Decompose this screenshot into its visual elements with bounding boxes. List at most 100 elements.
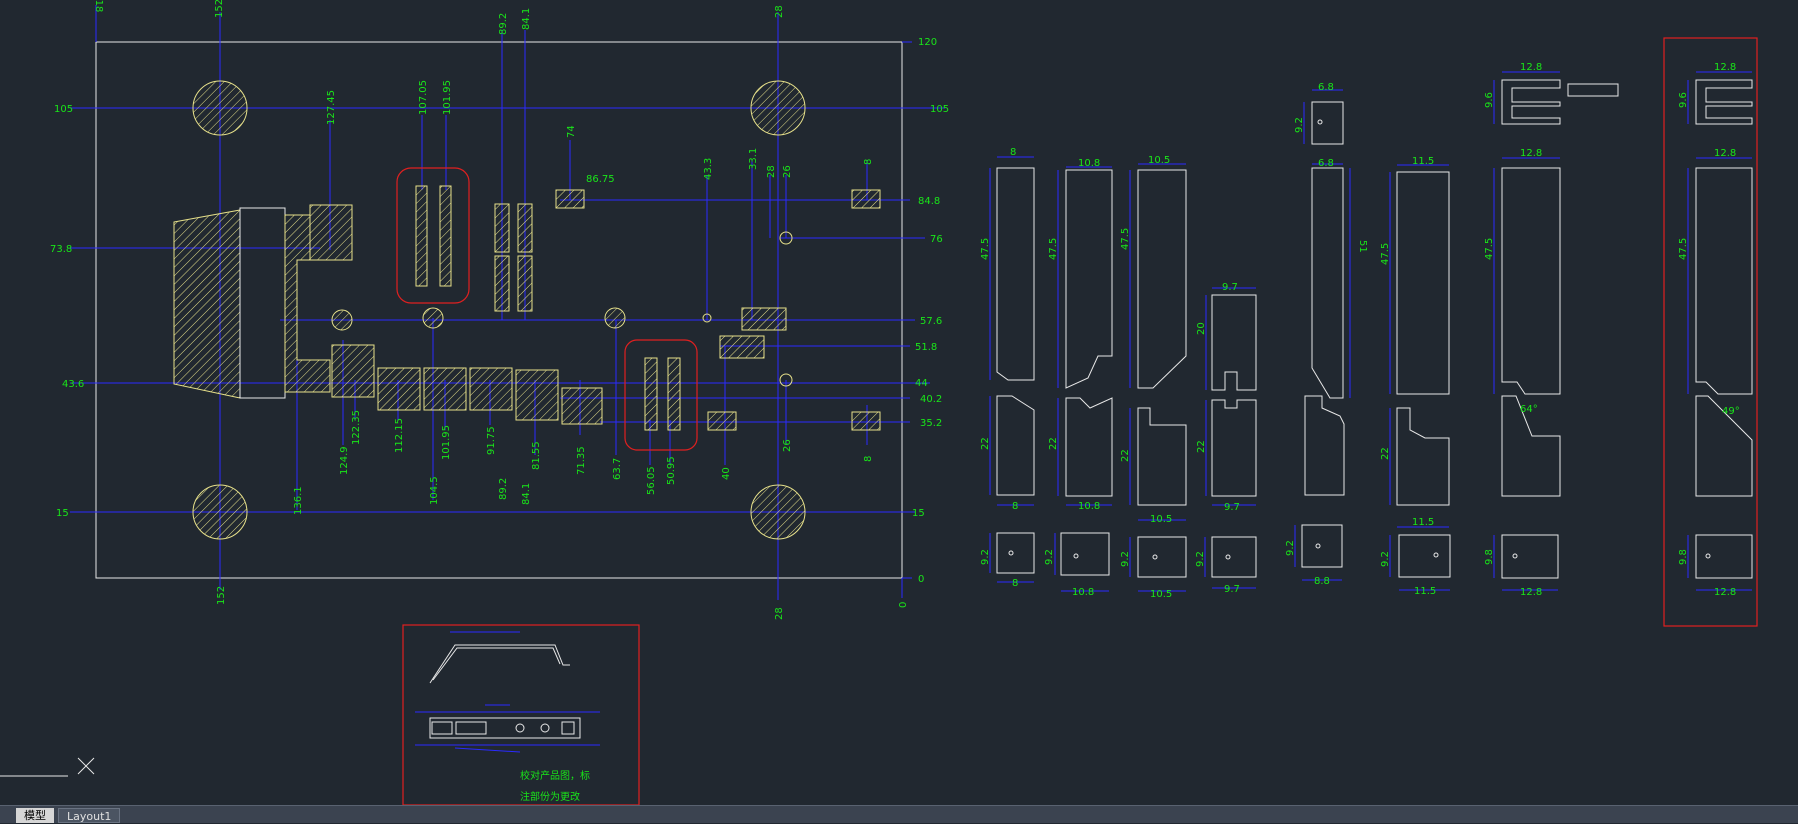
p7-w3: 12.8 bbox=[1520, 587, 1542, 598]
dim-bot-152: 152 bbox=[216, 586, 227, 605]
dim-bot-8155: 81.55 bbox=[531, 441, 542, 470]
highlight-box-part8[interactable] bbox=[1663, 37, 1758, 627]
small-pins[interactable] bbox=[331, 231, 793, 387]
cad-model-space[interactable]: 18 152 127.45 107.05 101.95 89.2 84.1 74… bbox=[0, 0, 1798, 805]
dim-right-105: 105 bbox=[930, 104, 949, 115]
left-block[interactable] bbox=[173, 204, 353, 399]
dim-top-152: 152 bbox=[214, 0, 225, 18]
p5-w2: 6.8 bbox=[1318, 158, 1334, 169]
tab-model[interactable]: 模型 bbox=[16, 808, 54, 823]
p2-width: 10.8 bbox=[1078, 158, 1100, 169]
p4-height: 20 bbox=[1196, 322, 1207, 335]
dim-top-28a: 28 bbox=[766, 165, 777, 178]
p7-angle: 64° bbox=[1520, 404, 1538, 415]
p8-side: 9.6 bbox=[1678, 92, 1689, 108]
highlight-box-product[interactable] bbox=[402, 624, 640, 805]
dim-bot-637: 63.7 bbox=[612, 458, 623, 480]
dim-bot-26: 26 bbox=[782, 439, 793, 452]
insert-blocks[interactable] bbox=[331, 189, 881, 431]
p6-cube: 9.2 bbox=[1380, 551, 1391, 567]
p2-w2: 10.8 bbox=[1078, 501, 1100, 512]
dim-bot-11215: 112.15 bbox=[394, 418, 405, 453]
p7-cube: 9.8 bbox=[1484, 549, 1495, 565]
p6-width: 11.5 bbox=[1412, 156, 1434, 167]
part-5[interactable] bbox=[1301, 101, 1345, 568]
p8-angle: 49° bbox=[1722, 406, 1740, 417]
dim-bot-40: 40 bbox=[721, 467, 732, 480]
part-1[interactable] bbox=[996, 167, 1035, 574]
dim-bot-9175: 91.75 bbox=[486, 426, 497, 455]
p1-height: 47.5 bbox=[980, 238, 991, 260]
p5-height: 51 bbox=[1357, 240, 1368, 253]
dim-top-74: 74 bbox=[566, 125, 577, 138]
p6-w3: 11.5 bbox=[1414, 586, 1436, 597]
p5-w3: 8.8 bbox=[1314, 576, 1330, 587]
part-2[interactable] bbox=[1060, 169, 1113, 576]
dim-bot-1361: 136.1 bbox=[293, 486, 304, 515]
slender-pins[interactable] bbox=[415, 185, 681, 431]
dowel-holes[interactable] bbox=[192, 80, 806, 540]
p1-width: 8 bbox=[1010, 147, 1016, 158]
p8-height: 47.5 bbox=[1678, 238, 1689, 260]
p4-w3: 9.7 bbox=[1224, 584, 1240, 595]
part-details[interactable] bbox=[996, 37, 1758, 627]
note-line-1: 校对产品图，标 bbox=[520, 769, 590, 782]
p1-cube: 9.2 bbox=[980, 549, 991, 565]
p7-w2: 12.8 bbox=[1520, 148, 1542, 159]
p4-w2: 9.7 bbox=[1224, 502, 1240, 513]
dim-right-120: 120 bbox=[918, 37, 937, 48]
dim-right-518: 51.8 bbox=[915, 342, 937, 353]
p3-width: 10.5 bbox=[1148, 155, 1170, 166]
dim-bot-8: 8 bbox=[863, 456, 874, 462]
part-3[interactable] bbox=[1137, 169, 1187, 578]
dim-top-433: 43.3 bbox=[703, 158, 714, 180]
part-8[interactable] bbox=[1695, 79, 1753, 579]
part-dim-labels: 8 47.5 22 8 9.2 8 10.8 47.5 22 10.8 9.2 … bbox=[980, 62, 1740, 600]
highlight-box-top[interactable] bbox=[396, 167, 470, 304]
p6-height: 47.5 bbox=[1380, 243, 1391, 265]
dim-right-44: 44 bbox=[915, 378, 928, 389]
dim-right-352: 35.2 bbox=[920, 418, 942, 429]
dim-bot-10195: 101.95 bbox=[441, 425, 452, 460]
mold-plate[interactable]: 18 152 127.45 107.05 101.95 89.2 84.1 74… bbox=[50, 0, 949, 620]
dim-right-76: 76 bbox=[930, 234, 943, 245]
p6-bottom: 22 bbox=[1380, 447, 1391, 460]
dim-top-127: 127.45 bbox=[326, 90, 337, 125]
tab-layout1[interactable]: Layout1 bbox=[58, 808, 121, 823]
dim-bot-5095: 50.95 bbox=[666, 456, 677, 485]
dim-right-848: 84.8 bbox=[918, 196, 940, 207]
p3-w2: 10.5 bbox=[1150, 514, 1172, 525]
p3-height: 47.5 bbox=[1120, 228, 1131, 250]
dim-bot-5605: 56.05 bbox=[646, 466, 657, 495]
p7-height: 47.5 bbox=[1484, 238, 1495, 260]
part-4[interactable] bbox=[1211, 294, 1257, 578]
p3-bottom: 22 bbox=[1120, 449, 1131, 462]
p3-w3: 10.5 bbox=[1150, 589, 1172, 600]
dim-bot-892: 89.2 bbox=[498, 478, 509, 500]
product-drawing[interactable]: 校对产品图，标 注部份为更改 bbox=[402, 624, 640, 805]
p7-width: 12.8 bbox=[1520, 62, 1542, 73]
p8-w3: 12.8 bbox=[1714, 587, 1736, 598]
dim-bot-28: 28 bbox=[774, 607, 785, 620]
dim-bot-841: 84.1 bbox=[521, 483, 532, 505]
p1-w3: 8 bbox=[1012, 578, 1018, 589]
dim-top-18: 18 bbox=[93, 0, 104, 12]
p6-w2: 11.5 bbox=[1412, 517, 1434, 528]
dim-top-8675: 86.75 bbox=[586, 174, 615, 185]
dim-top-841: 84.1 bbox=[521, 8, 532, 30]
p4-bottom: 22 bbox=[1196, 440, 1207, 453]
dim-top-101: 101.95 bbox=[442, 80, 453, 115]
dim-bot-1249: 124.9 bbox=[339, 446, 350, 475]
dim-bot-12235: 122.35 bbox=[351, 410, 362, 445]
p4-cube: 9.2 bbox=[1195, 551, 1206, 567]
part-7[interactable] bbox=[1501, 79, 1619, 579]
highlight-box-bottom[interactable] bbox=[624, 339, 698, 451]
part-6[interactable] bbox=[1396, 171, 1451, 578]
part-dim-lines bbox=[989, 71, 1752, 592]
dim-right-15: 15 bbox=[912, 508, 925, 519]
dim-left-15: 15 bbox=[56, 508, 69, 519]
dim-top-331: 33.1 bbox=[748, 148, 759, 170]
plate-outline[interactable] bbox=[95, 41, 903, 579]
p7-side: 9.6 bbox=[1484, 92, 1495, 108]
dim-right-402: 40.2 bbox=[920, 394, 942, 405]
